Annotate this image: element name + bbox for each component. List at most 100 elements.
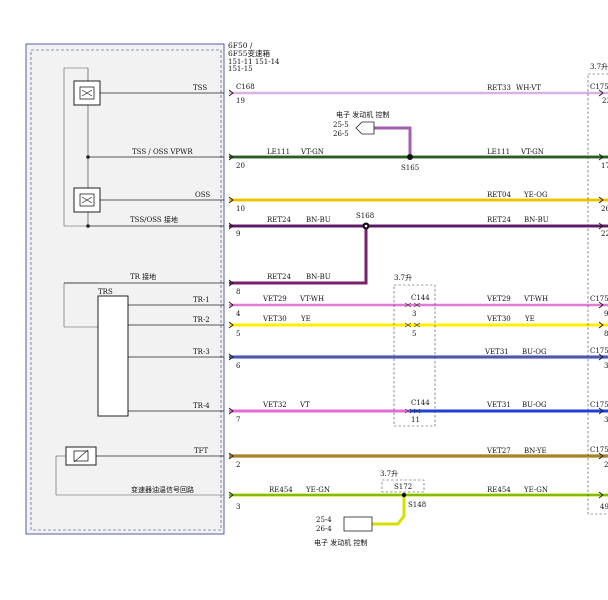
tss-sensor-symbol [81, 89, 93, 97]
circuit-left-trgnd: RET24 [267, 273, 292, 281]
color-left-gnd: BN-BU [306, 216, 331, 224]
circuit-right-vpwr: LE111 [487, 148, 510, 156]
pin-left-trgnd: 8 [236, 288, 240, 296]
s148-label: S148 [408, 501, 426, 509]
color-right-tr2: YE [524, 315, 535, 323]
circuit-left-tr4: VET32 [262, 401, 287, 409]
module-title-1: 6F50 / [228, 41, 253, 50]
c175-tr3-label: C175 [590, 347, 608, 355]
c175-tr4-label: C175 [590, 401, 608, 409]
circuit-right-tr3: VET31 [484, 348, 509, 356]
engine-37-mid-label: 3.7升 [394, 273, 412, 282]
wire-pcm-top-branch[interactable] [374, 126, 412, 157]
color-right-tss: WH-VT [516, 84, 541, 92]
circuit-return-label: 变速器油温信号回路 [131, 485, 194, 494]
pin-left-gnd: 9 [236, 230, 240, 238]
color-right-tft: BN-YE [524, 447, 547, 455]
vpwr-junction [86, 155, 90, 159]
color-left-tr4: VT [299, 401, 310, 409]
c168-label: C168 [236, 83, 255, 91]
color-left-tr1: VT-WH [299, 295, 324, 303]
pcm-top-title: 电子 发动机 控制 [336, 110, 389, 119]
transmission-module [25, 43, 225, 535]
splice-s165 [407, 154, 413, 160]
tr1-label: TR-1 [193, 296, 210, 304]
pin-right-ret: 49 [600, 503, 608, 511]
module-title-2: 6F55变速箱 [228, 48, 271, 58]
tr2-label: TR-2 [193, 316, 210, 324]
c144-tr2-breaks [404, 322, 421, 328]
circuit-right-tss: RET33 [487, 84, 511, 92]
tss-oss-ground-label: TSS/OSS 接地 [130, 215, 178, 224]
c144-top-label: C144 [411, 294, 430, 302]
color-right-tr1: VT-WH [523, 295, 548, 303]
pcm-bottom-title: 电子 发动机 控制 [314, 538, 367, 547]
c175-dashed-box [587, 73, 608, 515]
circuit-left-tr2: VET30 [262, 315, 287, 323]
s172-label: S172 [394, 483, 412, 491]
pin-left-oss: 10 [236, 205, 245, 213]
circuit-right-tr1: VET29 [486, 295, 511, 303]
pin-left-tr4: 7 [236, 416, 240, 424]
pin-left-tr1: 4 [236, 310, 241, 318]
s165-label: S165 [401, 164, 419, 172]
c144-bot-label: C144 [411, 399, 430, 407]
pin-right-oss: 26 [601, 205, 608, 213]
pin-right-vpwr: 17 [601, 162, 608, 170]
trs-switch-icon [97, 295, 129, 417]
pin-right-tr2: 8 [604, 330, 608, 338]
tr4-label: TR-4 [193, 402, 210, 410]
circuit-left-ret: RE454 [269, 486, 293, 494]
c175-tr1-label: C175 [590, 295, 608, 303]
pcm-top-pin-b: 26-5 [333, 130, 349, 138]
tr3-label: TR-3 [193, 348, 210, 356]
gnd-junction [86, 224, 90, 228]
pcm-bottom-pin-a: 25-4 [316, 516, 332, 524]
circuit-left-tr1: VET29 [262, 295, 287, 303]
c144-tr1-breaks [404, 302, 421, 308]
color-right-oss: YE-OG [523, 191, 548, 199]
color-left-ret: YE-GN [305, 486, 330, 494]
splice-s148 [401, 492, 407, 498]
tft-thermistor-symbol [73, 449, 89, 463]
pcm-bottom-pin-b: 26-4 [316, 525, 332, 533]
color-right-tr3: BU-OG [522, 348, 547, 356]
circuit-left-vpwr: LE111 [267, 148, 290, 156]
color-left-vpwr: VT-GN [300, 148, 324, 156]
c175-tft-label: C175 [590, 446, 608, 454]
circuit-right-oss: RET04 [487, 191, 512, 199]
tft-label: TFT [194, 447, 209, 455]
pin-left-tr3: 6 [236, 362, 241, 370]
oss-sensor-symbol [81, 196, 93, 204]
pin-left-tft: 2 [236, 461, 240, 469]
pcm-top-connector-icon [355, 121, 375, 135]
c144-dashed-box [393, 284, 436, 427]
oss-label: OSS [195, 191, 210, 199]
circuit-right-ret: RE454 [487, 486, 511, 494]
wire-pcm-bottom-branch[interactable] [372, 495, 406, 526]
pin-left-tss: 19 [236, 97, 245, 105]
c144-pin-tr2: 5 [412, 330, 416, 338]
pin-left-vpwr: 20 [236, 162, 245, 170]
engine-37-top-label: 3.7升 [590, 62, 608, 71]
pin-right-tr3: 3 [604, 362, 608, 370]
engine-37-bot-label: 3.7升 [380, 469, 398, 478]
tss-oss-vpwr-label: TSS / OSS VPWR [132, 148, 193, 156]
pin-right-tft: 2 [604, 461, 608, 469]
c144-tr4-breaks [404, 408, 421, 414]
pin-right-tr1: 9 [604, 310, 608, 318]
pcm-top-pin-a: 25-5 [333, 121, 349, 129]
splice-s168-hole [364, 224, 368, 228]
color-right-ret: YE-GN [523, 486, 548, 494]
circuit-right-tft: VET27 [486, 447, 511, 455]
module-inner-dash [30, 49, 222, 531]
wire-trgnd[interactable] [229, 226, 368, 285]
color-left-tr2: YE [300, 315, 311, 323]
tss-label: TSS [193, 84, 207, 92]
pin-right-gnd: 22 [601, 230, 608, 238]
c175-markers [598, 89, 604, 499]
tr-ground-label: TR 接地 [130, 272, 156, 281]
color-right-gnd: BN-BU [524, 216, 549, 224]
pin-right-tr4: 3 [604, 416, 608, 424]
